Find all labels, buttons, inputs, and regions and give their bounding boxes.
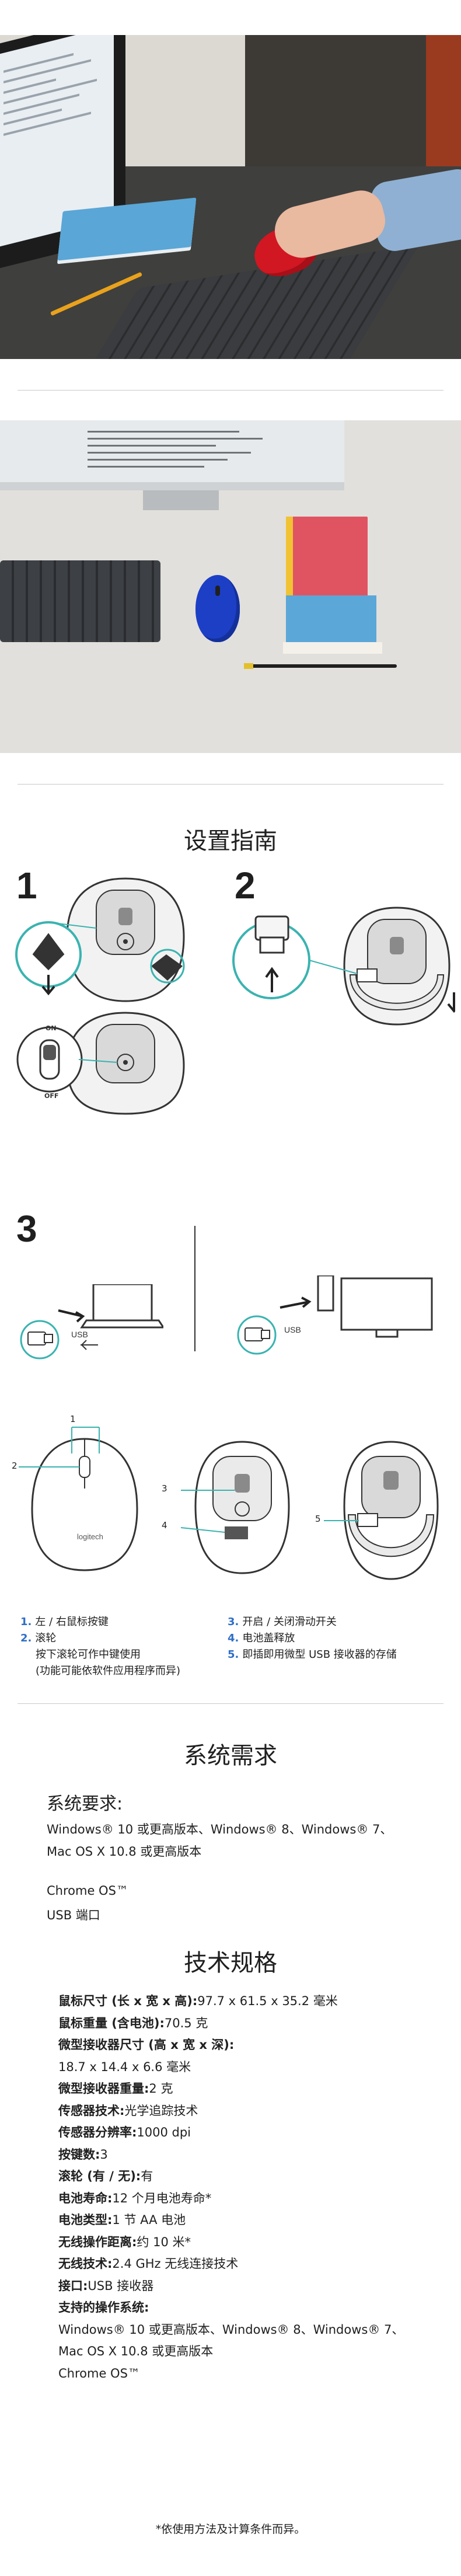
callout-5: 5 — [315, 1514, 321, 1524]
spec-row: 电池寿命:12 个月电池寿命* — [58, 2191, 212, 2205]
photo-dark-panel — [245, 35, 426, 169]
mouse-top-diagram — [12, 1416, 146, 1573]
requirements-line: Windows® 10 或更高版本、Windows® 8、Windows® 7、 — [47, 1822, 393, 1836]
spec-row: 按键数:3 — [58, 2147, 108, 2162]
spec-row: 电池类型:1 节 AA 电池 — [58, 2213, 186, 2227]
spec-row: Windows® 10 或更高版本、Windows® 8、Windows® 7、 — [58, 2322, 404, 2337]
photo-pencil — [245, 664, 397, 668]
callout-4: 4 — [162, 1520, 167, 1531]
step-1-diagram — [15, 873, 225, 1007]
divider — [18, 784, 443, 785]
step-3-laptop-diagram — [18, 1284, 163, 1360]
requirements-line: Mac OS X 10.8 或更高版本 — [47, 1845, 202, 1859]
photo-monitor-stand — [143, 490, 219, 510]
hero-photo-red-mouse — [0, 35, 461, 359]
spec-row: 接口:USB 接收器 — [58, 2278, 154, 2293]
mouse-underside-diagram — [169, 1439, 292, 1576]
divider — [18, 1703, 443, 1704]
spec-row: 滚轮 (有 / 无):有 — [58, 2169, 153, 2183]
callout-3: 3 — [162, 1483, 167, 1494]
legend-right: 3.开启 / 关闭滑动开关 4.电池盖释放 5.即插即用微型 USB 接收器的存… — [228, 1614, 397, 1663]
legend-item-4: 4.电池盖释放 — [228, 1632, 295, 1644]
step-2-number: 2 — [235, 865, 256, 907]
switch-off-label: OFF — [44, 1092, 59, 1100]
photo-paper — [283, 642, 382, 654]
product-photo-blue-mouse — [0, 420, 461, 753]
step-1-number: 1 — [16, 865, 37, 907]
mouse-battery-open-diagram — [312, 1439, 441, 1582]
specs-list: 鼠标尺寸 (长 x 宽 x 高):97.7 x 61.5 x 35.2 毫米 鼠… — [58, 1991, 449, 2385]
photo-scroll-wheel — [215, 585, 220, 596]
requirements-usb: USB 端口 — [47, 1908, 100, 1922]
step-3-desktop-diagram — [230, 1275, 441, 1357]
step-3-number: 3 — [16, 1208, 37, 1250]
photo-yellow-tab — [286, 517, 293, 595]
specs-title: 技术规格 — [184, 1950, 277, 1977]
spec-row: 18.7 x 14.4 x 6.6 毫米 — [58, 2059, 191, 2074]
spec-row: 微型接收器尺寸 (高 x 宽 x 深): — [58, 2038, 235, 2052]
legend-item-2-note: (功能可能依软件应用程序而异) — [36, 1665, 181, 1677]
photo-pencil-tip — [244, 663, 253, 669]
photo-rust-panel — [426, 35, 461, 169]
requirements-subtitle: 系统要求: — [47, 1794, 123, 1814]
spec-row: 无线技术:2.4 GHz 无线连接技术 — [58, 2257, 239, 2271]
mouse-logo-text: logitech — [77, 1532, 103, 1541]
requirements-title: 系统需求 — [184, 1742, 277, 1769]
photo-keyboard-top — [0, 560, 160, 642]
legend-item-3: 3.开启 / 关闭滑动开关 — [228, 1616, 337, 1628]
setup-title: 设置指南 — [184, 828, 277, 855]
step-2-diagram — [228, 905, 455, 1027]
step-3-separator — [194, 1226, 195, 1351]
legend-item-1: 1.左 / 右鼠标按键 — [20, 1616, 109, 1628]
legend-left: 1.左 / 右鼠标按键 2.滚轮 按下滚轮可作中键使用 (功能可能依软件应用程序… — [20, 1614, 180, 1679]
photo-monitor-top — [0, 420, 344, 490]
spec-row: 鼠标尺寸 (长 x 宽 x 高):97.7 x 61.5 x 35.2 毫米 — [58, 1994, 338, 2008]
spec-row: 微型接收器重量:2 克 — [58, 2082, 173, 2096]
usb-label-left: USB — [71, 1330, 88, 1339]
photo-blue-mouse — [195, 575, 240, 642]
switch-on-label: ON — [46, 1024, 57, 1032]
power-switch-diagram — [15, 1010, 225, 1115]
spec-row: 鼠标重量 (含电池):70.5 克 — [58, 2016, 208, 2030]
usb-label-right: USB — [284, 1325, 301, 1334]
photo-blue-notebook — [286, 595, 376, 645]
legend-item-2-note: 按下滚轮可作中键使用 — [36, 1648, 141, 1661]
requirements-chrome: Chrome OS™ — [47, 1884, 128, 1898]
requirements-os-list: Windows® 10 或更高版本、Windows® 8、Windows® 7、… — [47, 1818, 443, 1863]
spec-row: 传感器技术:光学追踪技术 — [58, 2103, 198, 2118]
divider — [18, 390, 443, 391]
callout-2: 2 — [12, 1460, 18, 1471]
callout-1: 1 — [70, 1414, 76, 1424]
legend-item-5: 5.即插即用微型 USB 接收器的存储 — [228, 1648, 397, 1661]
legend-item-2: 2.滚轮 — [20, 1632, 57, 1644]
requirements-extra: Chrome OS™ USB 端口 — [47, 1878, 443, 1927]
spec-row: 无线操作距离:约 10 米* — [58, 2235, 191, 2249]
spec-row: Chrome OS™ — [58, 2366, 140, 2380]
spec-row: 传感器分辨率:1000 dpi — [58, 2125, 191, 2139]
spec-row: Mac OS X 10.8 或更高版本 — [58, 2344, 214, 2358]
specs-footnote: *依使用方法及计算条件而异。 — [155, 2523, 306, 2536]
spec-row: 支持的操作系统: — [58, 2300, 149, 2314]
